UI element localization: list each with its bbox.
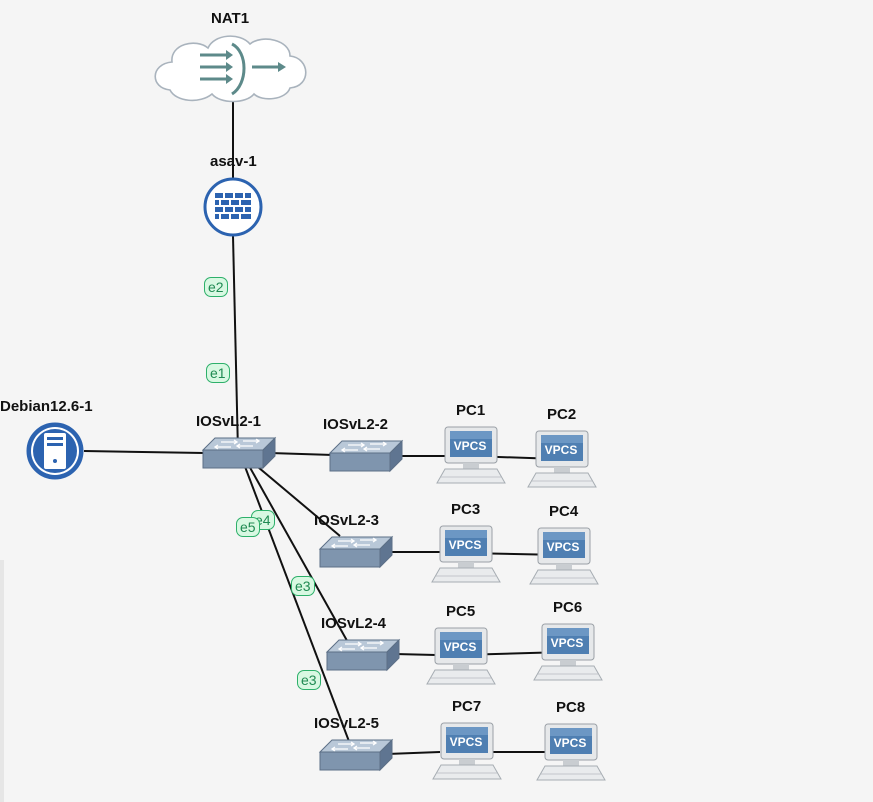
interface-label-e1[interactable]: e1 <box>206 363 230 383</box>
pc1-node[interactable]: VPCS <box>436 426 506 484</box>
vpcs-icon <box>431 525 501 583</box>
node-label-pc6: PC6 <box>553 599 583 616</box>
switch-sw3[interactable] <box>319 536 393 568</box>
switch-sw5[interactable] <box>319 739 393 771</box>
vpcs-screen-text: VPCS <box>449 538 482 552</box>
switch-icon <box>319 536 393 568</box>
vpcs-icon <box>529 527 599 585</box>
node-label-sw3: IOSvL2-3 <box>314 512 380 529</box>
interface-label-e5[interactable]: e5 <box>236 517 260 537</box>
node-label-pc4: PC4 <box>549 503 579 520</box>
node-label-sw2: IOSvL2-2 <box>323 416 389 433</box>
node-label-sw4: IOSvL2-4 <box>321 615 387 632</box>
vpcs-screen-text: VPCS <box>545 443 578 457</box>
pc5-node[interactable]: VPCS <box>426 627 496 685</box>
nat-cloud-icon <box>154 35 307 103</box>
node-label-pc7: PC7 <box>452 698 482 715</box>
link-sw5-pc7[interactable] <box>386 751 441 755</box>
node-label-debian: Debian12.6-1 <box>0 398 93 415</box>
switch-icon <box>326 639 400 671</box>
pc8-node[interactable]: VPCS <box>536 723 606 781</box>
nat1-node[interactable] <box>154 35 307 103</box>
vpcs-icon <box>533 623 603 681</box>
vpcs-screen-text: VPCS <box>551 636 584 650</box>
vpcs-icon <box>426 627 496 685</box>
node-label-pc1: PC1 <box>456 402 486 419</box>
switch-icon <box>202 437 276 469</box>
link-sw1-sw3[interactable] <box>251 461 341 537</box>
debian-node[interactable] <box>26 422 84 480</box>
vpcs-screen-text: VPCS <box>454 439 487 453</box>
asav1-node[interactable] <box>203 177 263 237</box>
link-sw1-sw5[interactable] <box>243 463 351 745</box>
pc7-node[interactable]: VPCS <box>432 722 502 780</box>
node-label-nat1: NAT1 <box>211 10 250 27</box>
node-label-pc3: PC3 <box>451 501 481 518</box>
node-label-sw1: IOSvL2-1 <box>196 413 262 430</box>
vpcs-icon <box>527 430 597 488</box>
interface-label-e2[interactable]: e2 <box>204 277 228 297</box>
node-label-sw5: IOSvL2-5 <box>314 715 380 732</box>
node-label-pc8: PC8 <box>556 699 586 716</box>
switch-icon <box>319 739 393 771</box>
vpcs-screen-text: VPCS <box>450 735 483 749</box>
switch-sw2[interactable] <box>329 440 403 472</box>
node-label-asav1: asav-1 <box>210 153 257 170</box>
vpcs-screen-text: VPCS <box>547 540 580 554</box>
server-icon <box>26 422 84 480</box>
vpcs-icon <box>436 426 506 484</box>
link-sw4-pc5[interactable] <box>394 653 437 656</box>
link-sw1-sw4[interactable] <box>247 463 351 647</box>
firewall-icon <box>203 177 263 237</box>
node-label-pc2: PC2 <box>547 406 577 423</box>
link-asav1-sw1[interactable] <box>232 235 239 453</box>
vpcs-screen-text: VPCS <box>444 640 477 654</box>
pc4-node[interactable]: VPCS <box>529 527 599 585</box>
pc6-node[interactable]: VPCS <box>533 623 603 681</box>
vpcs-icon <box>432 722 502 780</box>
interface-label-e3-sw4[interactable]: e3 <box>291 576 315 596</box>
switch-sw1[interactable] <box>202 437 276 469</box>
vpcs-screen-text: VPCS <box>554 736 587 750</box>
interface-label-e3-sw5[interactable]: e3 <box>297 670 321 690</box>
switch-sw4[interactable] <box>326 639 400 671</box>
pc3-node[interactable]: VPCS <box>431 525 501 583</box>
link-debian-sw1[interactable] <box>83 450 205 454</box>
vpcs-icon <box>536 723 606 781</box>
switch-icon <box>329 440 403 472</box>
canvas-edge <box>0 560 4 802</box>
node-label-pc5: PC5 <box>446 603 476 620</box>
pc2-node[interactable]: VPCS <box>527 430 597 488</box>
